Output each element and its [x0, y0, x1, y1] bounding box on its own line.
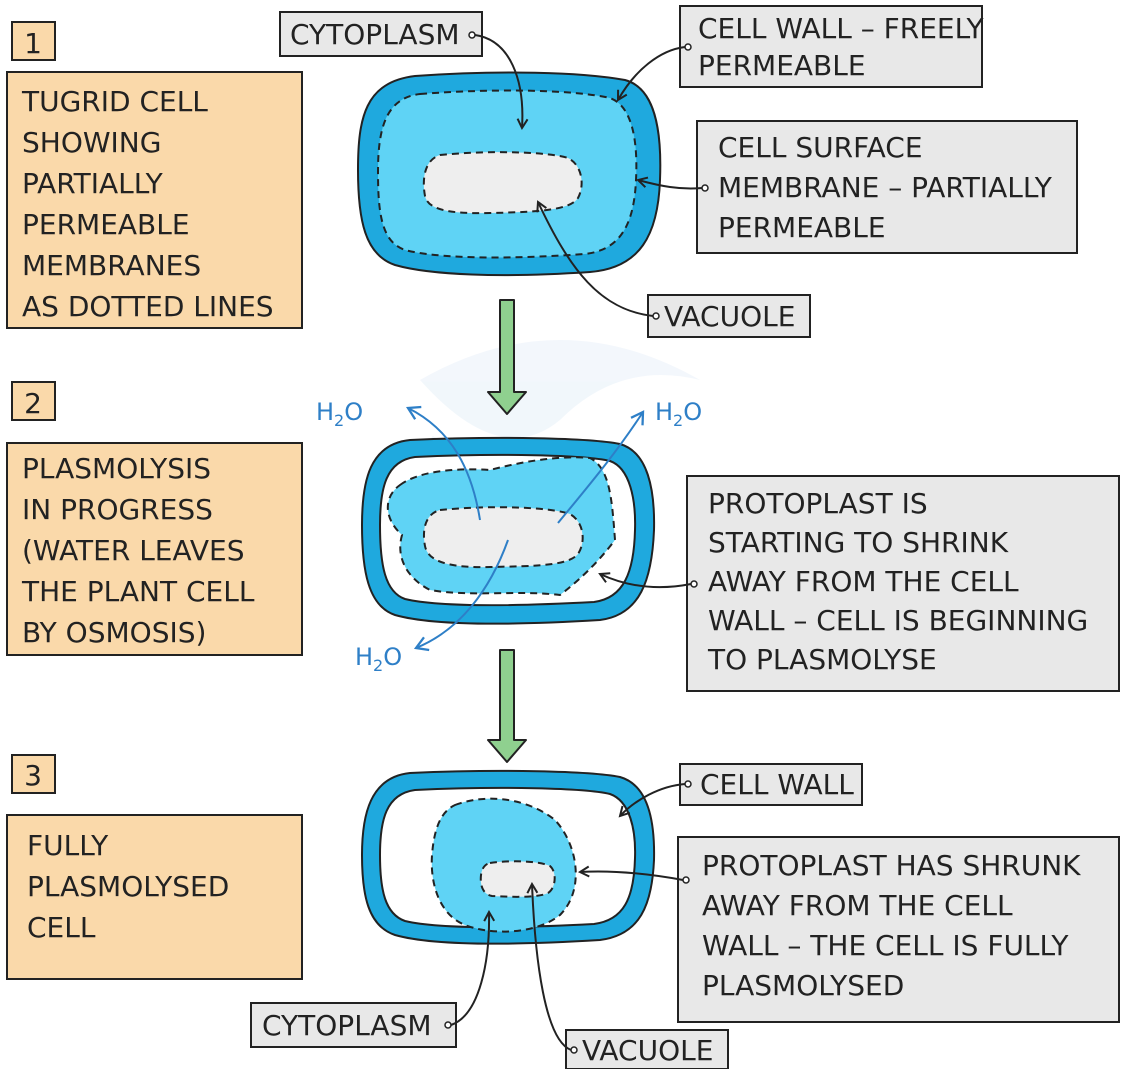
- cell-1-turgid: [356, 71, 662, 277]
- svg-text:CYTOPLASM: CYTOPLASM: [290, 18, 460, 51]
- svg-text:PROTOPLAST HAS SHRUNK: PROTOPLAST HAS SHRUNK: [702, 849, 1081, 882]
- stage-1-description-box: TUGRID CELL SHOWING PARTIALLY PERMEABLE …: [6, 71, 303, 329]
- stage-2-number-box: 2: [11, 381, 56, 421]
- cell-3-vacuole: [479, 860, 556, 898]
- stage-2-line: PLASMOLYSIS: [22, 452, 211, 485]
- label-vacuole-1: VACUOLE: [538, 202, 811, 338]
- stage-2-line: BY OSMOSIS): [22, 616, 206, 649]
- stage-2-line: (WATER LEAVES: [22, 534, 244, 567]
- svg-text:WALL – THE CELL IS FULLY: WALL – THE CELL IS FULLY: [702, 929, 1069, 962]
- svg-text:SHOWING: SHOWING: [22, 126, 161, 159]
- water-label-bottom: H2O: [355, 643, 402, 675]
- svg-text:MEMBRANE – PARTIALLY: MEMBRANE – PARTIALLY: [718, 171, 1053, 204]
- svg-text:AS DOTTED LINES: AS DOTTED LINES: [22, 290, 274, 323]
- stage-1-number: 1: [24, 27, 42, 60]
- stage-2-line: THE PLANT CELL: [21, 575, 255, 608]
- stage-1-line: TUGRID CELL: [21, 85, 208, 118]
- label-vacuole-3: VACUOLE: [532, 884, 729, 1069]
- water-label-left: H2O: [316, 398, 363, 430]
- svg-text:PERMEABLE: PERMEABLE: [718, 211, 886, 244]
- stage-2-line: IN PROGRESS: [22, 493, 213, 526]
- stage-1-line: PERMEABLE: [22, 208, 190, 241]
- stage-3-number-box: 3: [11, 754, 56, 794]
- water-arrow-left: H2O: [316, 398, 481, 521]
- svg-text:TUGRID CELL: TUGRID CELL: [21, 85, 208, 118]
- svg-text:VACUOLE: VACUOLE: [582, 1034, 713, 1067]
- svg-text:WALL – CELL IS BEGINNING: WALL – CELL IS BEGINNING: [708, 604, 1088, 637]
- cell-1-membrane: [376, 89, 638, 259]
- svg-text:PROTOPLAST IS: PROTOPLAST IS: [708, 487, 928, 520]
- svg-text:PARTIALLY: PARTIALLY: [22, 167, 164, 200]
- svg-text:CYTOPLASM: CYTOPLASM: [262, 1009, 432, 1042]
- stage-3-line: FULLY: [27, 829, 109, 862]
- svg-text:CELL WALL: CELL WALL: [700, 768, 854, 801]
- svg-text:PLASMOLYSIS: PLASMOLYSIS: [22, 452, 211, 485]
- stage-2-number: 2: [24, 387, 42, 420]
- cell-1-vacuole: [422, 151, 583, 215]
- svg-text:AWAY FROM THE CELL: AWAY FROM THE CELL: [708, 565, 1019, 598]
- water-arrow-right: H2O: [557, 398, 702, 524]
- stage-3-number: 3: [24, 759, 42, 792]
- label-membrane-1: CELL SURFACE MEMBRANE – PARTIALLY PERMEA…: [638, 120, 1078, 254]
- down-arrow-1-to-2: [487, 299, 527, 415]
- svg-text:CELL: CELL: [27, 911, 96, 944]
- svg-text:AWAY FROM THE CELL: AWAY FROM THE CELL: [702, 889, 1013, 922]
- stage-3-line: CELL: [27, 911, 96, 944]
- svg-text:THE PLANT CELL: THE PLANT CELL: [21, 575, 255, 608]
- stage-3-line: PLASMOLYSED: [27, 870, 229, 903]
- stage-3-description-box: FULLY PLASMOLYSED CELL: [6, 814, 303, 980]
- svg-text:PERMEABLE: PERMEABLE: [22, 208, 190, 241]
- water-arrow-bottom: H2O: [355, 539, 509, 675]
- svg-text:TO PLASMOLYSE: TO PLASMOLYSE: [707, 643, 937, 676]
- cell-2-vacuole: [422, 506, 584, 569]
- svg-text:STARTING TO SHRINK: STARTING TO SHRINK: [708, 526, 1009, 559]
- stage-1-line: PARTIALLY: [22, 167, 164, 200]
- svg-text:(WATER LEAVES: (WATER LEAVES: [22, 534, 244, 567]
- label-protoplast-2: PROTOPLAST IS STARTING TO SHRINK AWAY FR…: [600, 475, 1120, 692]
- cell-3-plasmolysed: [360, 769, 656, 945]
- cell-2-plasmolysing: [360, 436, 656, 625]
- down-arrow-2-to-3: [487, 649, 527, 763]
- label-protoplast-3: PROTOPLAST HAS SHRUNK AWAY FROM THE CELL…: [580, 836, 1120, 1023]
- stage-1-line: SHOWING: [22, 126, 161, 159]
- svg-text:BY OSMOSIS): BY OSMOSIS): [22, 616, 206, 649]
- svg-text:CELL SURFACE: CELL SURFACE: [718, 131, 923, 164]
- svg-text:IN PROGRESS: IN PROGRESS: [22, 493, 213, 526]
- svg-text:VACUOLE: VACUOLE: [664, 300, 795, 333]
- svg-text:MEMBRANES: MEMBRANES: [22, 249, 201, 282]
- svg-text:CELL WALL – FREELY: CELL WALL – FREELY: [698, 12, 984, 45]
- label-cytoplasm-1: CYTOPLASM: [279, 11, 522, 128]
- label-cell-wall-1: CELL WALL – FREELY PERMEABLE: [618, 5, 984, 100]
- label-cell-wall-3: CELL WALL: [620, 763, 863, 816]
- stage-1-line: MEMBRANES: [22, 249, 201, 282]
- stage-1-line: AS DOTTED LINES: [22, 290, 274, 323]
- stage-1-number-box: 1: [11, 21, 56, 61]
- svg-text:FULLY: FULLY: [27, 829, 109, 862]
- stage-2-description-box: PLASMOLYSIS IN PROGRESS (WATER LEAVES TH…: [6, 442, 303, 656]
- svg-text:PLASMOLYSED: PLASMOLYSED: [27, 870, 229, 903]
- water-label-right: H2O: [655, 398, 702, 430]
- svg-text:PERMEABLE: PERMEABLE: [698, 49, 866, 82]
- label-cytoplasm-3: CYTOPLASM: [250, 912, 489, 1048]
- svg-text:PLASMOLYSED: PLASMOLYSED: [702, 969, 904, 1002]
